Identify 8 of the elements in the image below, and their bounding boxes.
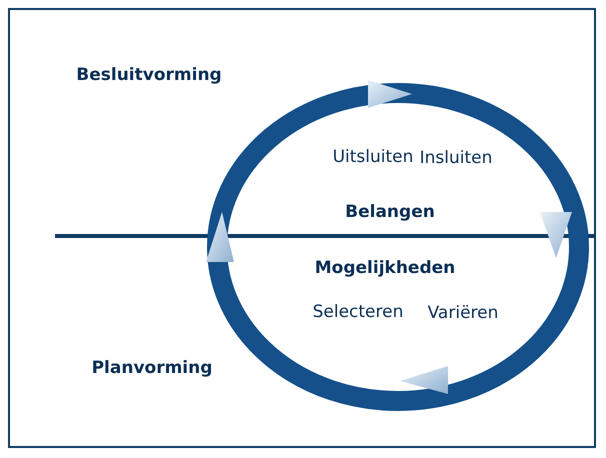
section-heading: Mogelijkheden bbox=[314, 258, 456, 278]
section-heading: Belangen bbox=[345, 202, 435, 222]
activity-text: Variëren bbox=[428, 303, 498, 323]
stage-heading: Besluitvorming bbox=[76, 65, 222, 85]
activity-text: Selecteren bbox=[312, 302, 404, 322]
activity-text: Uitsluiten bbox=[332, 147, 414, 167]
activity-text: Insluiten bbox=[420, 148, 492, 168]
stage-heading: Planvorming bbox=[92, 358, 212, 378]
